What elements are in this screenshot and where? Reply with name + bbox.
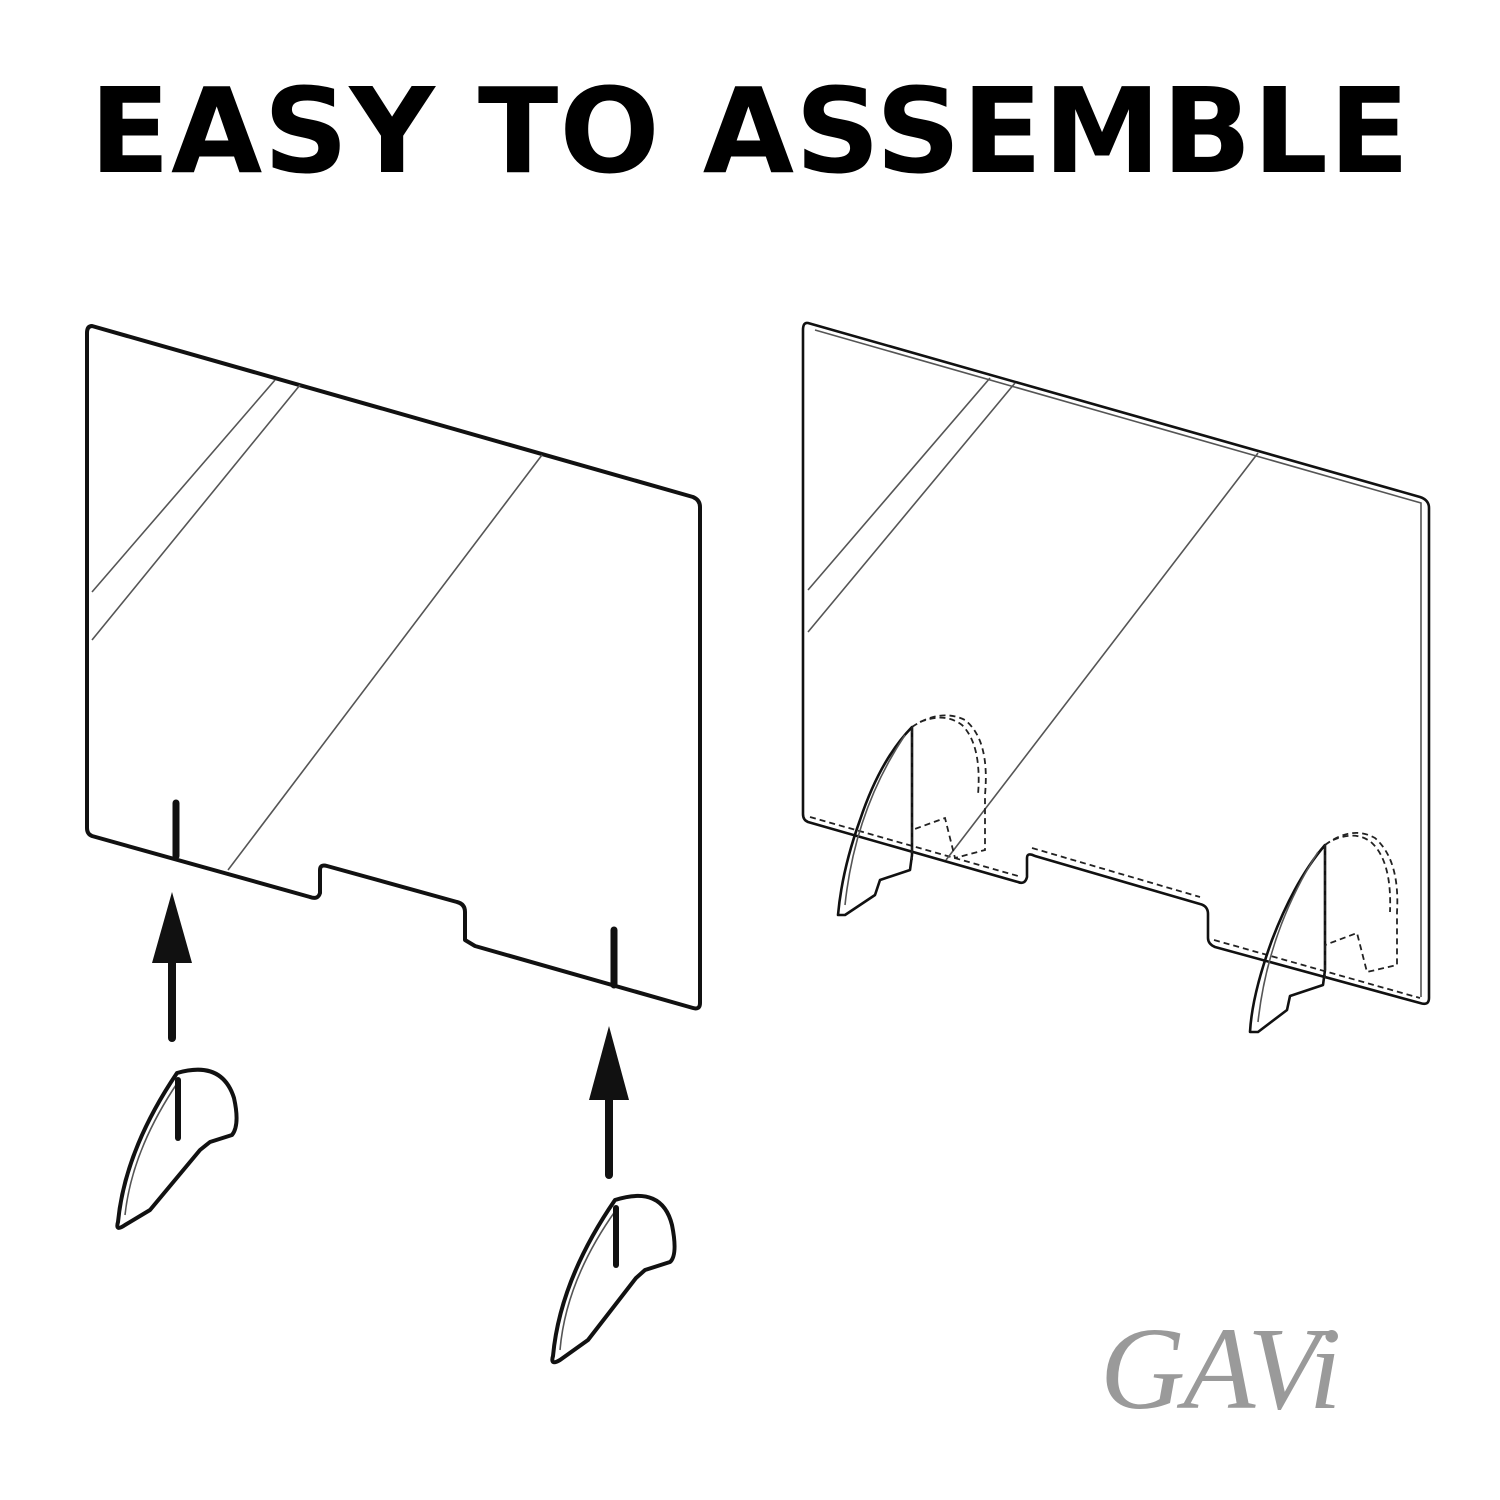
foot-2	[550, 1193, 677, 1365]
arrow-up-icon-1	[152, 892, 192, 1042]
assembled-foot-2	[1248, 831, 1399, 1034]
assembled-foot-1	[836, 714, 987, 917]
right-panel	[801, 321, 1431, 1006]
assembled-view	[801, 321, 1431, 1034]
arrow-up-icon-2	[589, 1026, 629, 1179]
left-panel	[85, 324, 702, 1011]
headline: EASY TO ASSEMBLE	[89, 62, 1411, 200]
brand-logo: GAVi	[1100, 1303, 1342, 1434]
foot-1	[115, 1067, 239, 1230]
exploded-view	[85, 324, 702, 1365]
